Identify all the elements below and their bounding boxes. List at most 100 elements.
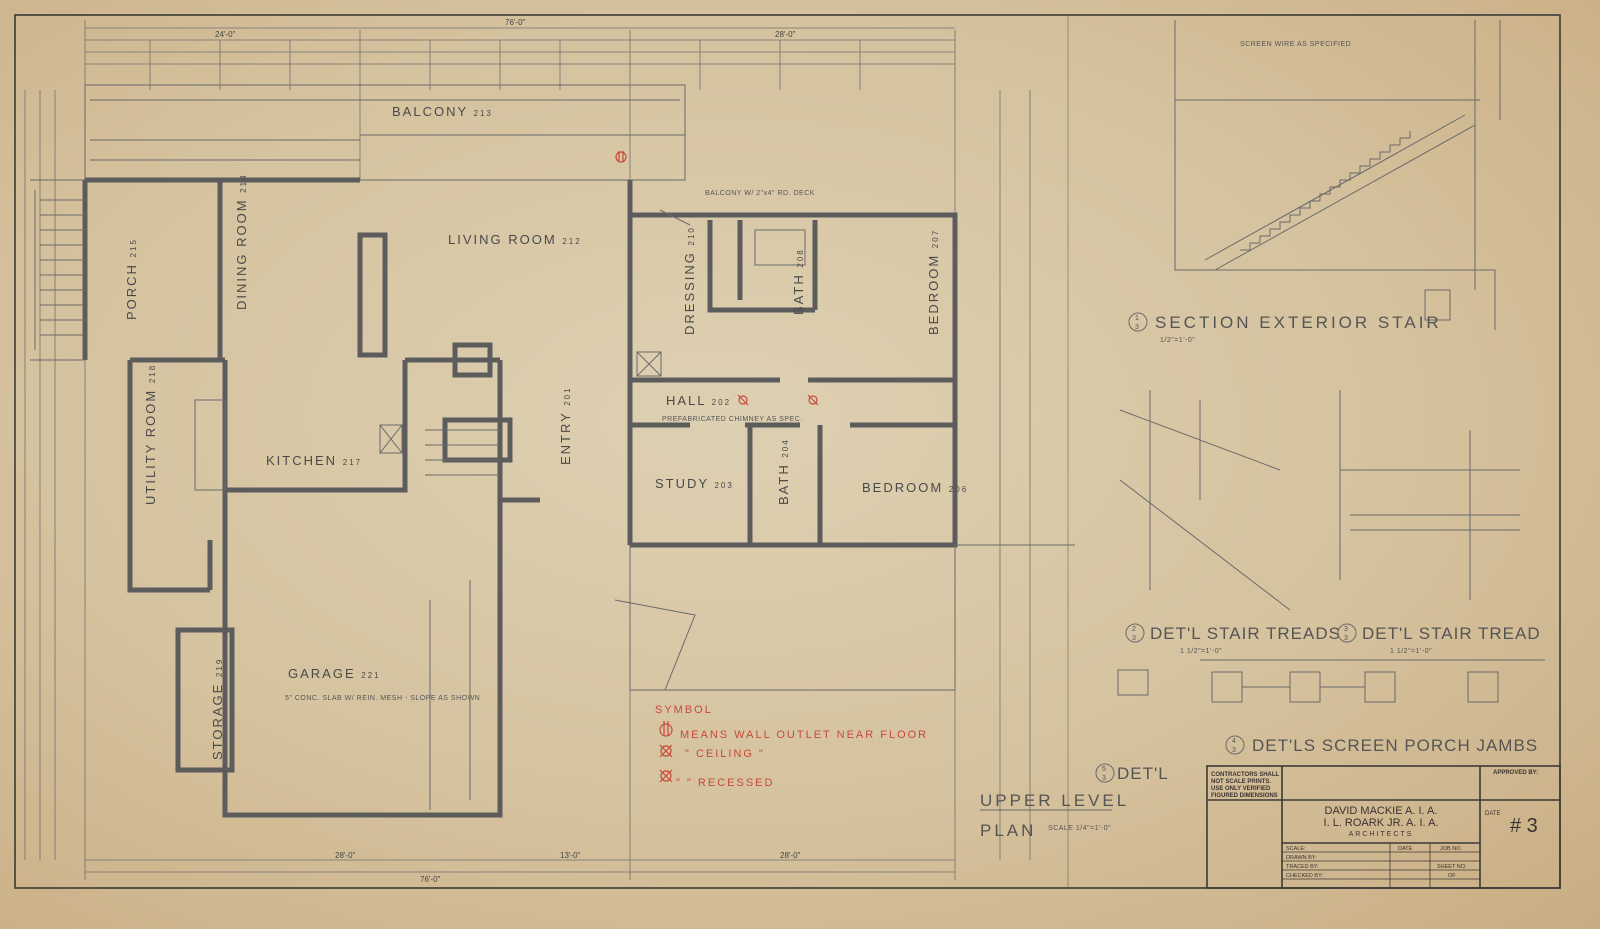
svg-text:DET'L STAIR TREADS: DET'L STAIR TREADS [1150,624,1341,643]
room-porch: PORCH 215 [124,238,139,320]
room-garage: GARAGE 221 [288,666,379,681]
legend-row-3: " " RECESSED [676,777,774,789]
balcony-deck-note: BALCONY W/ 2"x4" RD. DECK [705,190,815,197]
svg-text:DATE: DATE [1485,811,1501,817]
svg-text:JOB NO.: JOB NO. [1440,846,1462,852]
svg-text:LIVING ROOM 212: LIVING ROOM 212 [448,232,582,247]
svg-text:FIGURED DIMENSIONS: FIGURED DIMENSIONS [1211,793,1278,799]
dim-overall-top: 76'-0" [505,18,526,27]
room-entry: ENTRY 201 [558,386,573,465]
svg-text:NOT SCALE PRINTS.: NOT SCALE PRINTS. [1211,779,1271,785]
svg-text:DET'L: DET'L [1117,764,1169,783]
svg-text:TRACED BY:: TRACED BY: [1286,864,1319,870]
top-dimensions: 76'-0" 24'-0" 28'-0" 76'-0" 28'-0" 13'-0… [24,18,1031,884]
plan-title: UPPER LEVEL PLAN SCALE 1/4"=1'-0" [980,791,1129,840]
svg-text:3: 3 [1102,775,1106,782]
svg-text:BATH 208: BATH 208 [791,248,806,315]
svg-text:STORAGE 219: STORAGE 219 [210,658,225,760]
room-living-room: LIVING ROOM 212 [448,232,582,247]
svg-text:1: 1 [1135,315,1139,322]
room-bath-204: BATH 204 [776,438,791,505]
svg-text:ARCHITECTS: ARCHITECTS [1349,831,1414,838]
architect-name-1: DAVID MACKIE A. I. A. [1325,805,1438,817]
svg-text:HALL 202: HALL 202 [666,393,731,408]
svg-text:1 1/2"=1'-0": 1 1/2"=1'-0" [1390,648,1432,655]
svg-text:APPROVED BY:: APPROVED BY: [1493,770,1538,776]
svg-text:BATH 204: BATH 204 [776,438,791,505]
legend-row-2: " CEILING " [685,748,765,760]
room-bedroom-207: BEDROOM 207 [926,229,941,335]
wall-outlet-icon [659,721,673,737]
room-bath-208: BATH 208 [791,248,806,315]
svg-text:1 1/2"=1'-0": 1 1/2"=1'-0" [1180,648,1222,655]
room-dressing: DRESSING 210 [682,226,697,335]
room-balcony: BALCONY 213 [392,104,493,119]
svg-text:CONTRACTORS SHALL: CONTRACTORS SHALL [1211,772,1280,778]
room-labels: BALCONY 213 LIVING ROOM 212 DINING ROOM … [124,104,968,760]
detail-5-title: 5 3 DET'L [1095,763,1169,783]
svg-text:DINING ROOM 214: DINING ROOM 214 [234,173,249,310]
svg-text:USE ONLY VERIFIED: USE ONLY VERIFIED [1211,786,1271,792]
dim-right-wing: 28'-0" [775,30,796,39]
wall-outlet-icon [615,151,627,163]
svg-text:OF: OF [1448,873,1456,879]
sheet-number: # 3 [1510,815,1538,837]
svg-text:UPPER LEVEL: UPPER LEVEL [980,791,1129,810]
svg-text:2: 2 [1132,626,1136,633]
dim-bottom-right: 28'-0" [780,851,801,860]
svg-text:DET'LS SCREEN PORCH JAMBS: DET'LS SCREEN PORCH JAMBS [1252,736,1538,755]
detail-1-title: 1 3 SECTION EXTERIOR STAIR 1/2"=1'-0" [1128,312,1442,344]
svg-text:STUDY 203: STUDY 203 [655,476,734,491]
svg-text:SCALE 1/4"=1'-0": SCALE 1/4"=1'-0" [1048,825,1111,832]
recessed-outlet-icon [737,394,819,406]
svg-text:PORCH 215: PORCH 215 [124,238,139,320]
room-study: STUDY 203 [655,476,734,491]
room-hall: HALL 202 [666,393,731,408]
dim-overall-bottom: 76'-0" [420,875,441,884]
svg-text:BEDROOM 207: BEDROOM 207 [926,229,941,335]
svg-text:DET'L STAIR TREAD: DET'L STAIR TREAD [1362,624,1541,643]
balcony [84,84,955,216]
svg-text:UTILITY ROOM 218: UTILITY ROOM 218 [143,364,158,505]
screen-wire-note: SCREEN WIRE AS SPECIFIED [1240,41,1351,48]
svg-text:DRAWN BY:: DRAWN BY: [1286,855,1317,861]
svg-text:ENTRY 201: ENTRY 201 [558,386,573,465]
garage-slab-note: 5" CONC. SLAB W/ REIN. MESH - SLOPE AS S… [285,695,480,702]
svg-text:SCALE:: SCALE: [1286,846,1306,852]
svg-text:1/2"=1'-0": 1/2"=1'-0" [1160,337,1195,344]
detail-titles: 1 3 SECTION EXTERIOR STAIR 1/2"=1'-0" 2 3 D… [1095,312,1541,783]
svg-text:BALCONY 213: BALCONY 213 [392,104,493,119]
svg-text:3: 3 [1232,747,1236,754]
hall-chimney-note: PREFABRICATED CHIMNEY AS SPEC. [662,416,803,423]
room-utility-room: UTILITY ROOM 218 [143,364,158,505]
sheet-border [14,14,1561,889]
exterior-stair-section: SCREEN WIRE AS SPECIFIED [1174,20,1501,330]
recessed-outlet-icon [659,769,673,783]
room-bedroom-206: BEDROOM 206 [862,480,968,495]
walls [30,177,1075,818]
room-kitchen: KITCHEN 217 [266,453,360,468]
svg-text:4: 4 [1232,738,1236,745]
detail-4-title: 4 3 DET'LS SCREEN PORCH JAMBS [1225,735,1538,755]
svg-text:3: 3 [1132,635,1136,642]
svg-text:SECTION EXTERIOR STAIR: SECTION EXTERIOR STAIR [1155,313,1442,332]
svg-text:5: 5 [1102,766,1106,773]
room-dining-room: DINING ROOM 214 [234,173,249,310]
dim-left-wing: 24'-0" [215,30,236,39]
svg-text:BEDROOM 206: BEDROOM 206 [862,480,968,495]
svg-text:SHEET NO.: SHEET NO. [1437,864,1467,870]
stair-tread-details [1117,390,1545,703]
detail-2-title: 2 3 DET'L STAIR TREADS 1 1/2"=1'-0" [1125,623,1341,655]
svg-text:PLAN: PLAN [980,821,1036,840]
svg-text:DRESSING 210: DRESSING 210 [682,226,697,335]
title-block: CONTRACTORS SHALL NOT SCALE PRINTS. USE … [1206,765,1561,889]
symbol-legend: SYMBOL MEANS WALL OUTLET NEAR FLOOR " CE… [615,151,926,789]
dim-bottom-left: 28'-0" [335,851,356,860]
svg-text:DATE: DATE [1398,846,1413,852]
svg-text:3: 3 [1344,635,1348,642]
ceiling-outlet-icon [659,744,673,758]
svg-text:3: 3 [1135,324,1139,331]
